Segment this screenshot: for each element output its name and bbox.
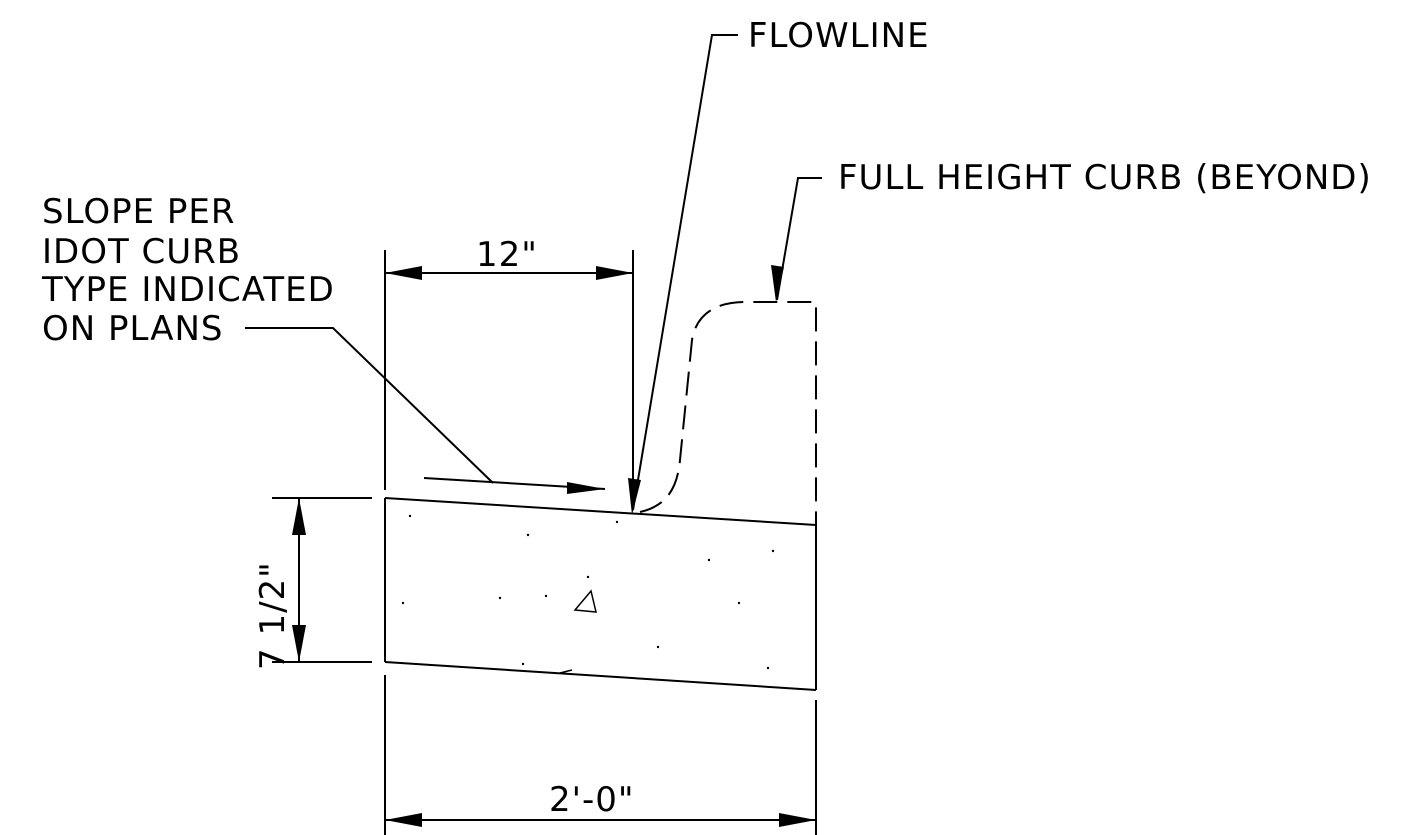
full-height-curb-leader	[771, 177, 822, 302]
slope-note-line-2: IDOT CURB	[42, 232, 241, 272]
full-height-curb-outline	[639, 301, 817, 525]
extension-lines	[272, 250, 817, 835]
flowline-label: FLOWLINE	[748, 16, 930, 56]
dimension-12-inch-label: 12"	[476, 235, 538, 275]
slope-note: SLOPE PER IDOT CURB TYPE INDICATED ON PL…	[41, 192, 335, 349]
dimension-thickness-label: 7 1/2"	[253, 561, 293, 670]
dimension-12-inch	[385, 266, 633, 280]
slope-leader	[245, 327, 494, 484]
slope-note-line-1: SLOPE PER	[42, 192, 235, 232]
slope-arrow	[423, 477, 606, 494]
full-height-curb-label: FULL HEIGHT CURB (BEYOND)	[838, 158, 1372, 198]
slope-note-line-3: TYPE INDICATED	[41, 270, 335, 310]
flowline-leader	[628, 34, 738, 515]
concrete-hatch	[401, 514, 775, 674]
concrete-gutter-slab	[384, 497, 817, 691]
slope-note-line-4: ON PLANS	[42, 309, 224, 349]
dimension-2-foot-label: 2'-0"	[549, 780, 635, 820]
dimension-2-foot	[385, 813, 816, 827]
dimension-thickness	[292, 498, 306, 662]
